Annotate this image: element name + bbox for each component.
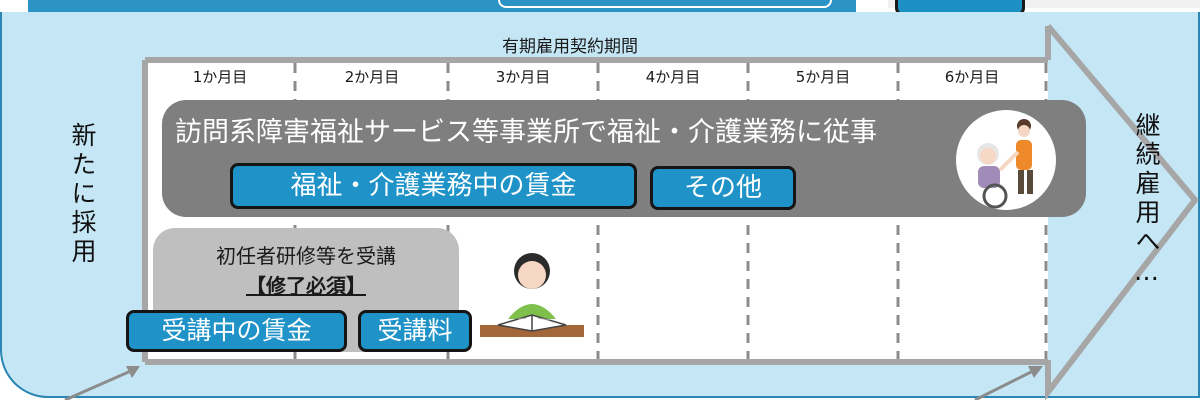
month-label: 5か月目: [795, 68, 851, 86]
caregiver-wheelchair-icon: [956, 110, 1056, 210]
left-pointer-arrow: [64, 366, 140, 400]
month-label: 3か月目: [495, 68, 551, 86]
training-fee-button[interactable]: 受講料: [358, 310, 472, 352]
month-label: 1か月目: [192, 68, 248, 86]
top-banner-bar: [28, 0, 856, 12]
top-right-panel: [888, 0, 1200, 8]
month-label: 6か月目: [944, 68, 1000, 86]
training-title: 初任者研修等を受講: [216, 244, 396, 268]
right-label-continued-employment: 継続雇用へ…: [1132, 112, 1161, 290]
training-wage-button[interactable]: 受講中の賃金: [126, 310, 347, 352]
training-requirement: 【修了必須】: [246, 274, 366, 298]
work-wage-button[interactable]: 福祉・介護業務中の賃金: [230, 163, 637, 209]
work-duty-title: 訪問系障害福祉サービス等事業所で福祉・介護業務に従事: [175, 117, 877, 148]
student-studying-icon: [480, 253, 584, 337]
other-button[interactable]: その他: [650, 166, 796, 210]
month-label: 2か月目: [344, 68, 400, 86]
month-label: 4か月目: [645, 68, 701, 86]
contract-period-label: 有期雇用契約期間: [502, 37, 638, 57]
right-pointer-arrow: [974, 366, 1043, 400]
left-label-newly-hired: 新たに採用: [68, 122, 97, 267]
